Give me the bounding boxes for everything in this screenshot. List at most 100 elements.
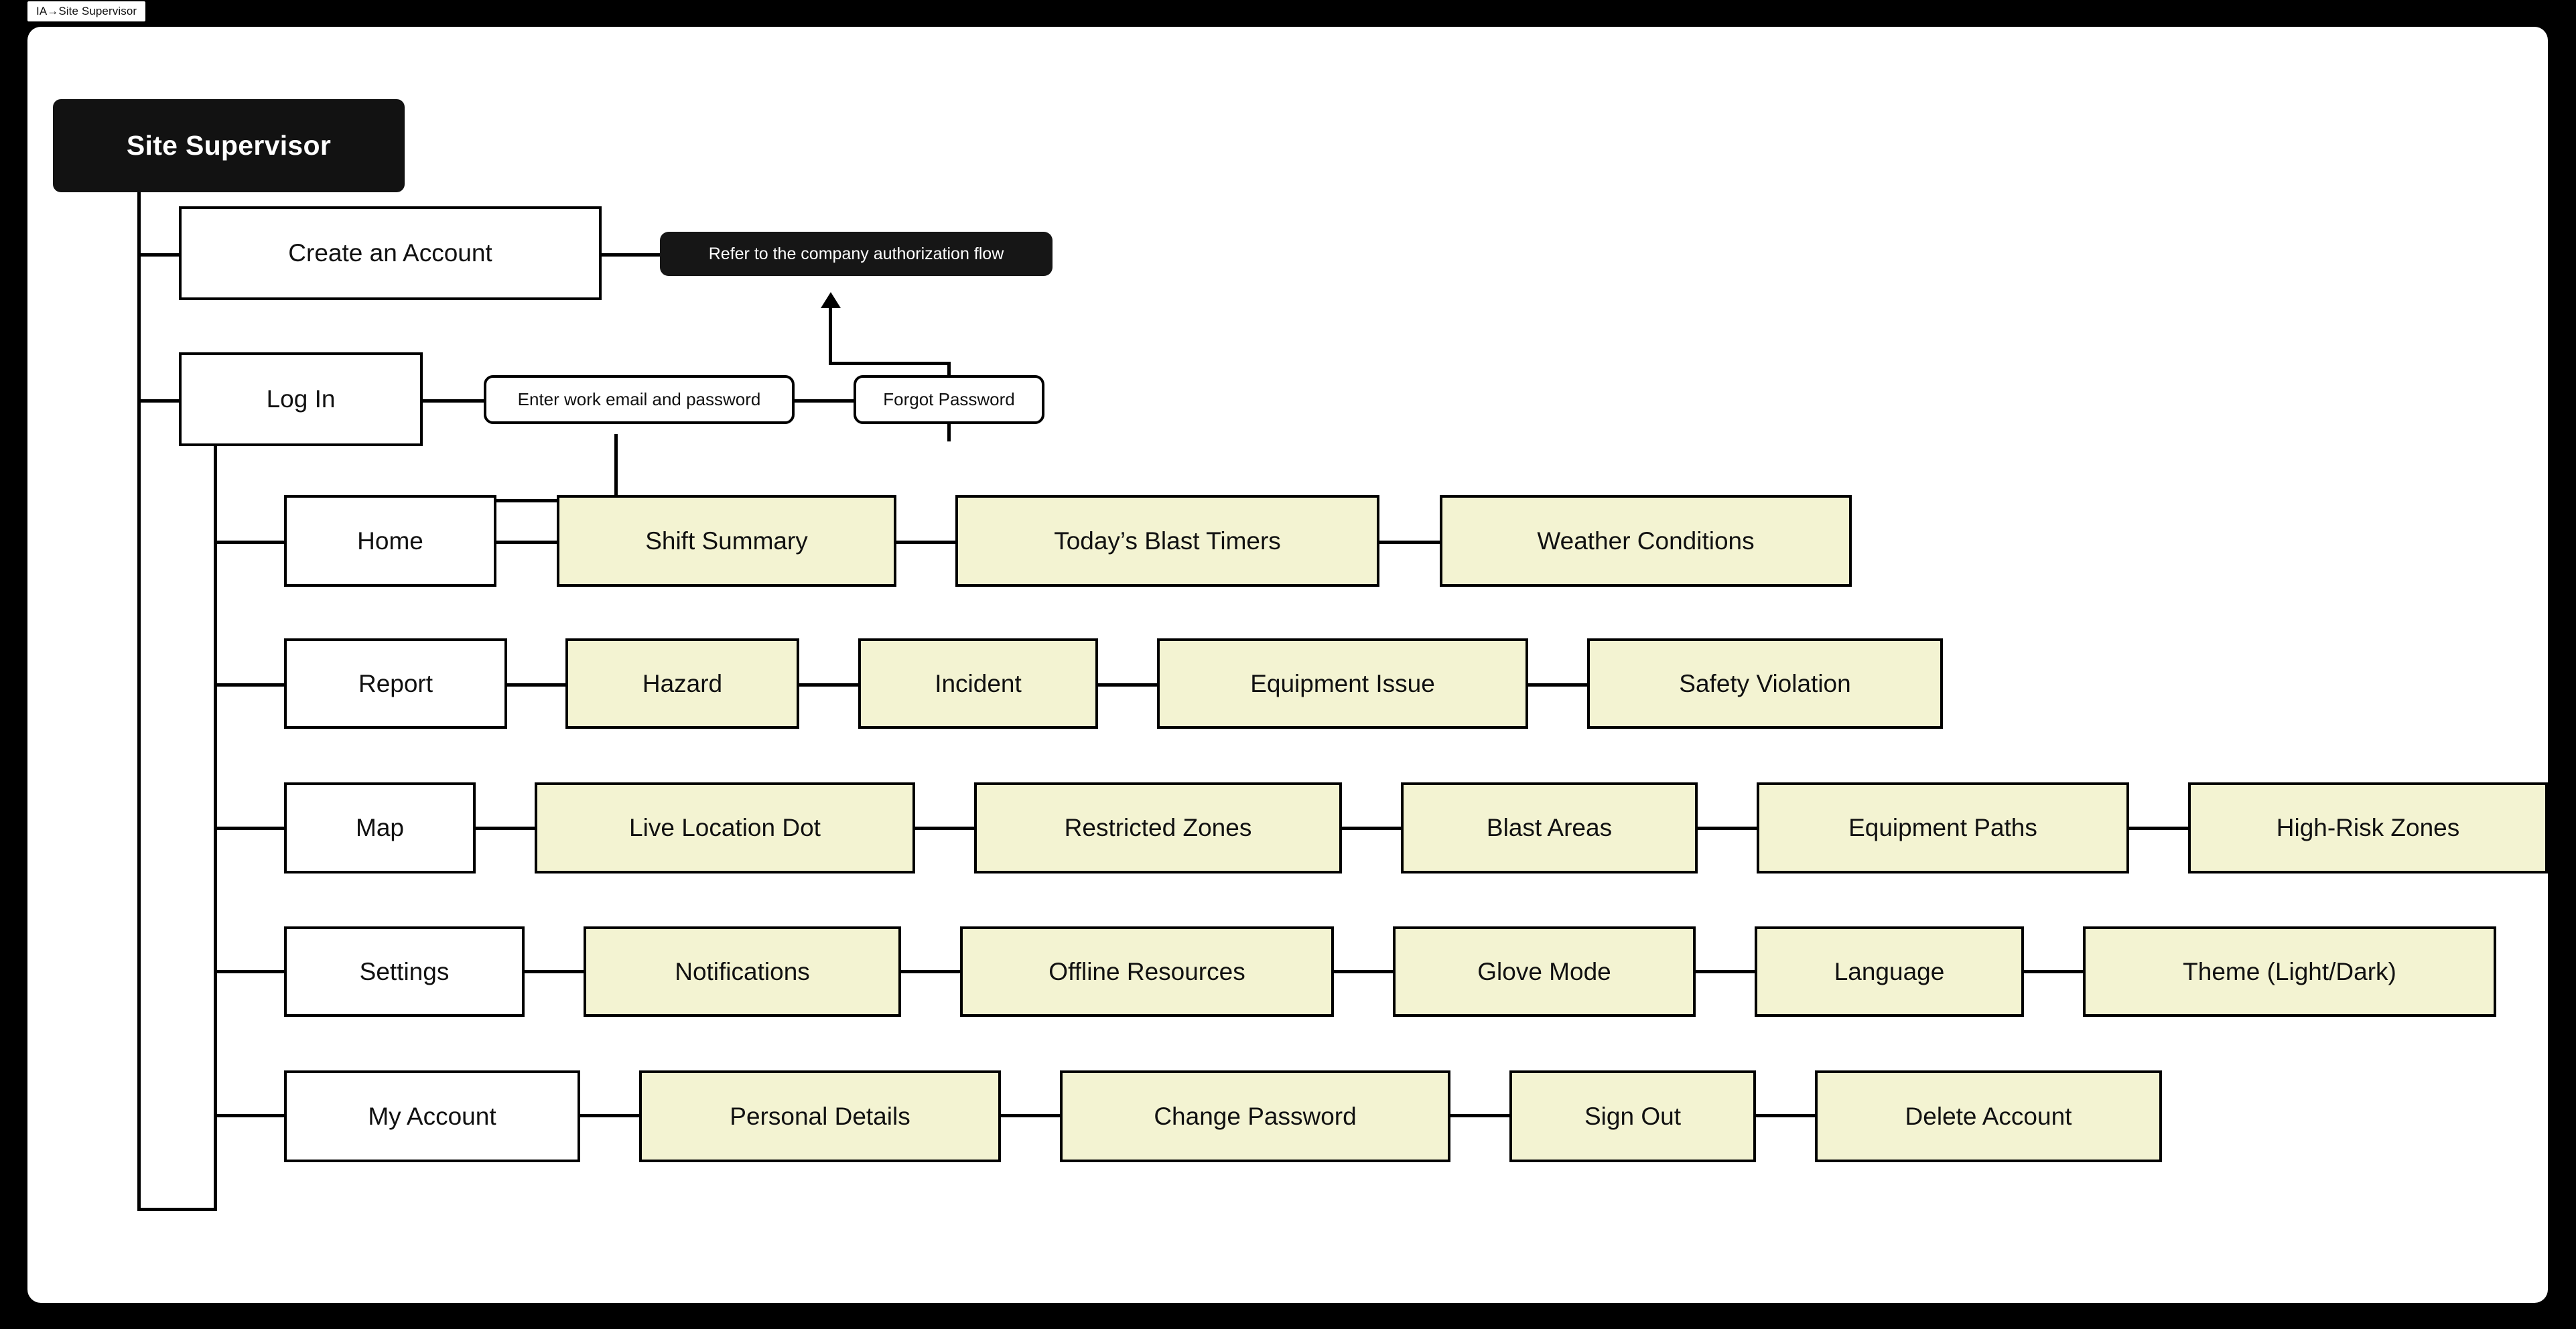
node-section-map-label: Map — [356, 814, 404, 841]
node-create-an-account[interactable]: Create an Account — [179, 206, 602, 300]
edge-shift-summary-to-blast-timers — [896, 541, 955, 544]
node-leaf-todays-blast-timers-label: Today’s Blast Timers — [1054, 527, 1281, 555]
edge-login-to-credentials — [423, 399, 484, 403]
node-section-settings[interactable]: Settings — [284, 926, 525, 1017]
node-leaf-equipment-issue[interactable]: Equipment Issue — [1157, 638, 1528, 729]
node-leaf-restricted-zones[interactable]: Restricted Zones — [974, 782, 1342, 873]
node-enter-work-email-and-password-label: Enter work email and password — [517, 389, 761, 409]
node-leaf-glove-mode-label: Glove Mode — [1477, 957, 1611, 985]
node-leaf-sign-out-label: Sign Out — [1584, 1102, 1681, 1130]
node-leaf-equipment-paths-label: Equipment Paths — [1848, 814, 2037, 841]
node-leaf-change-password[interactable]: Change Password — [1060, 1070, 1450, 1162]
node-leaf-high-risk-zones[interactable]: High-Risk Zones — [2188, 782, 2548, 873]
node-leaf-glove-mode[interactable]: Glove Mode — [1393, 926, 1696, 1017]
edge-subspine-to-my-account — [214, 1114, 284, 1117]
diagram-board: Site Supervisor Create an Account Refer … — [27, 27, 2548, 1303]
node-root-site-supervisor[interactable]: Site Supervisor — [53, 99, 405, 192]
node-leaf-safety-violation-label: Safety Violation — [1679, 669, 1851, 697]
node-leaf-equipment-paths[interactable]: Equipment Paths — [1757, 782, 2129, 873]
node-enter-work-email-and-password[interactable]: Enter work email and password — [484, 375, 795, 424]
node-leaf-hazard-label: Hazard — [642, 669, 723, 697]
node-section-home[interactable]: Home — [284, 495, 496, 587]
edge-subspine-to-home — [214, 541, 284, 544]
node-leaf-offline-resources[interactable]: Offline Resources — [960, 926, 1334, 1017]
node-section-my-account-label: My Account — [368, 1102, 496, 1130]
node-leaf-incident-label: Incident — [935, 669, 1022, 697]
node-leaf-live-location-dot[interactable]: Live Location Dot — [535, 782, 915, 873]
edge-notifications-to-offline — [901, 970, 960, 973]
node-root-label: Site Supervisor — [126, 130, 332, 161]
node-forgot-password[interactable]: Forgot Password — [854, 375, 1044, 424]
node-leaf-shift-summary[interactable]: Shift Summary — [557, 495, 896, 587]
node-log-in[interactable]: Log In — [179, 352, 423, 446]
edge-root-spine — [137, 109, 141, 1211]
edge-spine-to-login — [137, 399, 179, 403]
arrowhead-to-note — [821, 292, 841, 308]
node-section-home-label: Home — [357, 527, 423, 555]
node-section-my-account[interactable]: My Account — [284, 1070, 580, 1162]
edge-personal-details-to-change-password — [1001, 1114, 1060, 1117]
node-leaf-restricted-zones-label: Restricted Zones — [1064, 814, 1252, 841]
node-section-map[interactable]: Map — [284, 782, 476, 873]
node-leaf-safety-violation[interactable]: Safety Violation — [1587, 638, 1943, 729]
node-leaf-todays-blast-timers[interactable]: Today’s Blast Timers — [955, 495, 1379, 587]
edge-subspine-to-report — [214, 683, 284, 687]
edge-my-account-to-personal-details — [580, 1114, 639, 1117]
edge-report-to-hazard — [507, 683, 565, 687]
edge-credentials-down-horizontal — [480, 499, 618, 502]
node-section-settings-label: Settings — [359, 957, 450, 985]
edge-live-location-to-restricted — [915, 827, 974, 830]
edge-equipment-issue-to-safety-violation — [1528, 683, 1587, 687]
node-leaf-theme-label: Theme (Light/Dark) — [2183, 957, 2396, 985]
edge-forgot-up-riser — [829, 307, 832, 363]
edge-restricted-to-blast-areas — [1342, 827, 1401, 830]
breadcrumb-tab[interactable]: IA→Site Supervisor — [27, 1, 146, 21]
edge-subspine-to-settings — [214, 970, 284, 973]
edge-credentials-down-vertical — [614, 434, 618, 501]
edge-create-account-to-note — [602, 253, 660, 257]
edge-login-subspine — [214, 435, 217, 1211]
node-leaf-live-location-dot-label: Live Location Dot — [629, 814, 821, 841]
edge-map-to-live-location — [476, 827, 535, 830]
node-leaf-incident[interactable]: Incident — [858, 638, 1098, 729]
node-forgot-password-label: Forgot Password — [883, 389, 1015, 409]
node-leaf-language-label: Language — [1834, 957, 1945, 985]
node-log-in-label: Log In — [266, 385, 336, 413]
node-section-report[interactable]: Report — [284, 638, 507, 729]
edge-blast-areas-to-equipment-paths — [1698, 827, 1757, 830]
node-leaf-high-risk-zones-label: High-Risk Zones — [2276, 814, 2460, 841]
node-leaf-personal-details-label: Personal Details — [730, 1102, 910, 1130]
edge-offline-to-glove-mode — [1334, 970, 1393, 973]
edge-settings-to-notifications — [525, 970, 584, 973]
node-leaf-hazard[interactable]: Hazard — [565, 638, 799, 729]
node-leaf-notifications[interactable]: Notifications — [584, 926, 901, 1017]
node-leaf-notifications-label: Notifications — [675, 957, 810, 985]
edge-blast-timers-to-weather — [1379, 541, 1440, 544]
edge-root-spine-bottom — [137, 1208, 216, 1211]
node-leaf-delete-account-label: Delete Account — [1905, 1102, 2072, 1130]
edge-spine-to-create-account — [137, 253, 179, 257]
edge-subspine-to-map — [214, 827, 284, 830]
diagram-canvas: Site Supervisor Create an Account Refer … — [27, 27, 2548, 1303]
edge-home-to-shift-summary — [496, 541, 557, 544]
node-leaf-weather-conditions[interactable]: Weather Conditions — [1440, 495, 1852, 587]
node-leaf-personal-details[interactable]: Personal Details — [639, 1070, 1001, 1162]
node-leaf-weather-conditions-label: Weather Conditions — [1537, 527, 1755, 555]
node-leaf-equipment-issue-label: Equipment Issue — [1250, 669, 1435, 697]
node-leaf-delete-account[interactable]: Delete Account — [1815, 1070, 2162, 1162]
node-section-report-label: Report — [358, 669, 433, 697]
node-create-an-account-label: Create an Account — [288, 239, 492, 267]
node-leaf-sign-out[interactable]: Sign Out — [1509, 1070, 1756, 1162]
edge-glove-mode-to-language — [1696, 970, 1755, 973]
edge-hazard-to-incident — [799, 683, 858, 687]
edge-language-to-theme — [2024, 970, 2083, 973]
edge-credentials-to-forgot — [795, 399, 854, 403]
node-leaf-change-password-label: Change Password — [1154, 1102, 1357, 1130]
node-leaf-blast-areas[interactable]: Blast Areas — [1401, 782, 1698, 873]
node-leaf-theme[interactable]: Theme (Light/Dark) — [2083, 926, 2496, 1017]
edge-change-password-to-sign-out — [1450, 1114, 1509, 1117]
edge-forgot-up-horizontal — [829, 362, 951, 365]
node-create-account-note[interactable]: Refer to the company authorization flow — [660, 232, 1053, 276]
node-leaf-language[interactable]: Language — [1755, 926, 2024, 1017]
